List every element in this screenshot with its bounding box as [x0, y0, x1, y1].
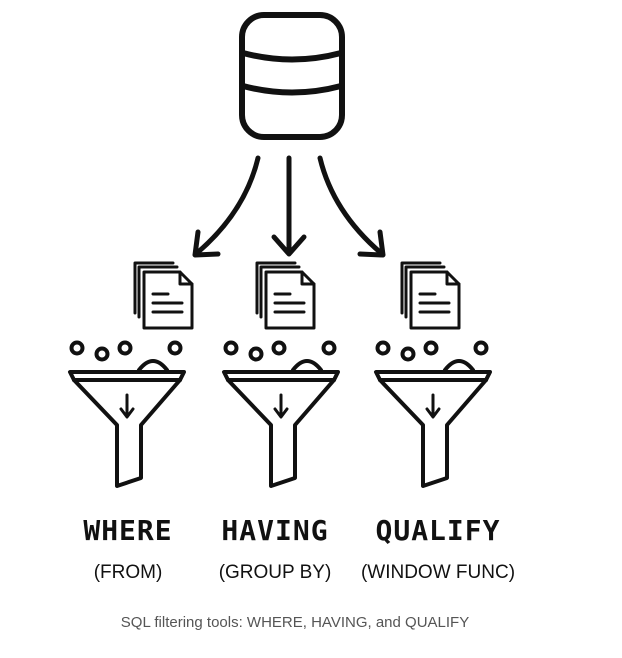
arrowhead-icon	[192, 229, 221, 258]
arrow-icon	[317, 155, 384, 256]
figure-caption: SQL filtering tools: WHERE, HAVING, and …	[121, 614, 469, 631]
document-icon	[133, 261, 194, 330]
filter-title-where: WHERE	[83, 514, 172, 547]
filter-title-qualify: QUALIFY	[375, 514, 500, 547]
funnel-icon	[374, 340, 492, 488]
funnel-icon	[222, 340, 340, 488]
database-icon	[239, 12, 345, 140]
funnel-icon	[68, 340, 186, 488]
filter-subtitle-qualify: (WINDOW FUNC)	[361, 562, 515, 583]
filter-title-having: HAVING	[221, 514, 328, 547]
arrowhead-icon	[357, 229, 386, 258]
document-icon	[255, 261, 316, 330]
document-icon	[400, 261, 461, 330]
filter-subtitle-having: (GROUP BY)	[219, 562, 332, 583]
filter-subtitle-where: (FROM)	[94, 562, 163, 583]
arrow-icon	[194, 155, 261, 256]
arrowhead-icon	[271, 234, 307, 257]
